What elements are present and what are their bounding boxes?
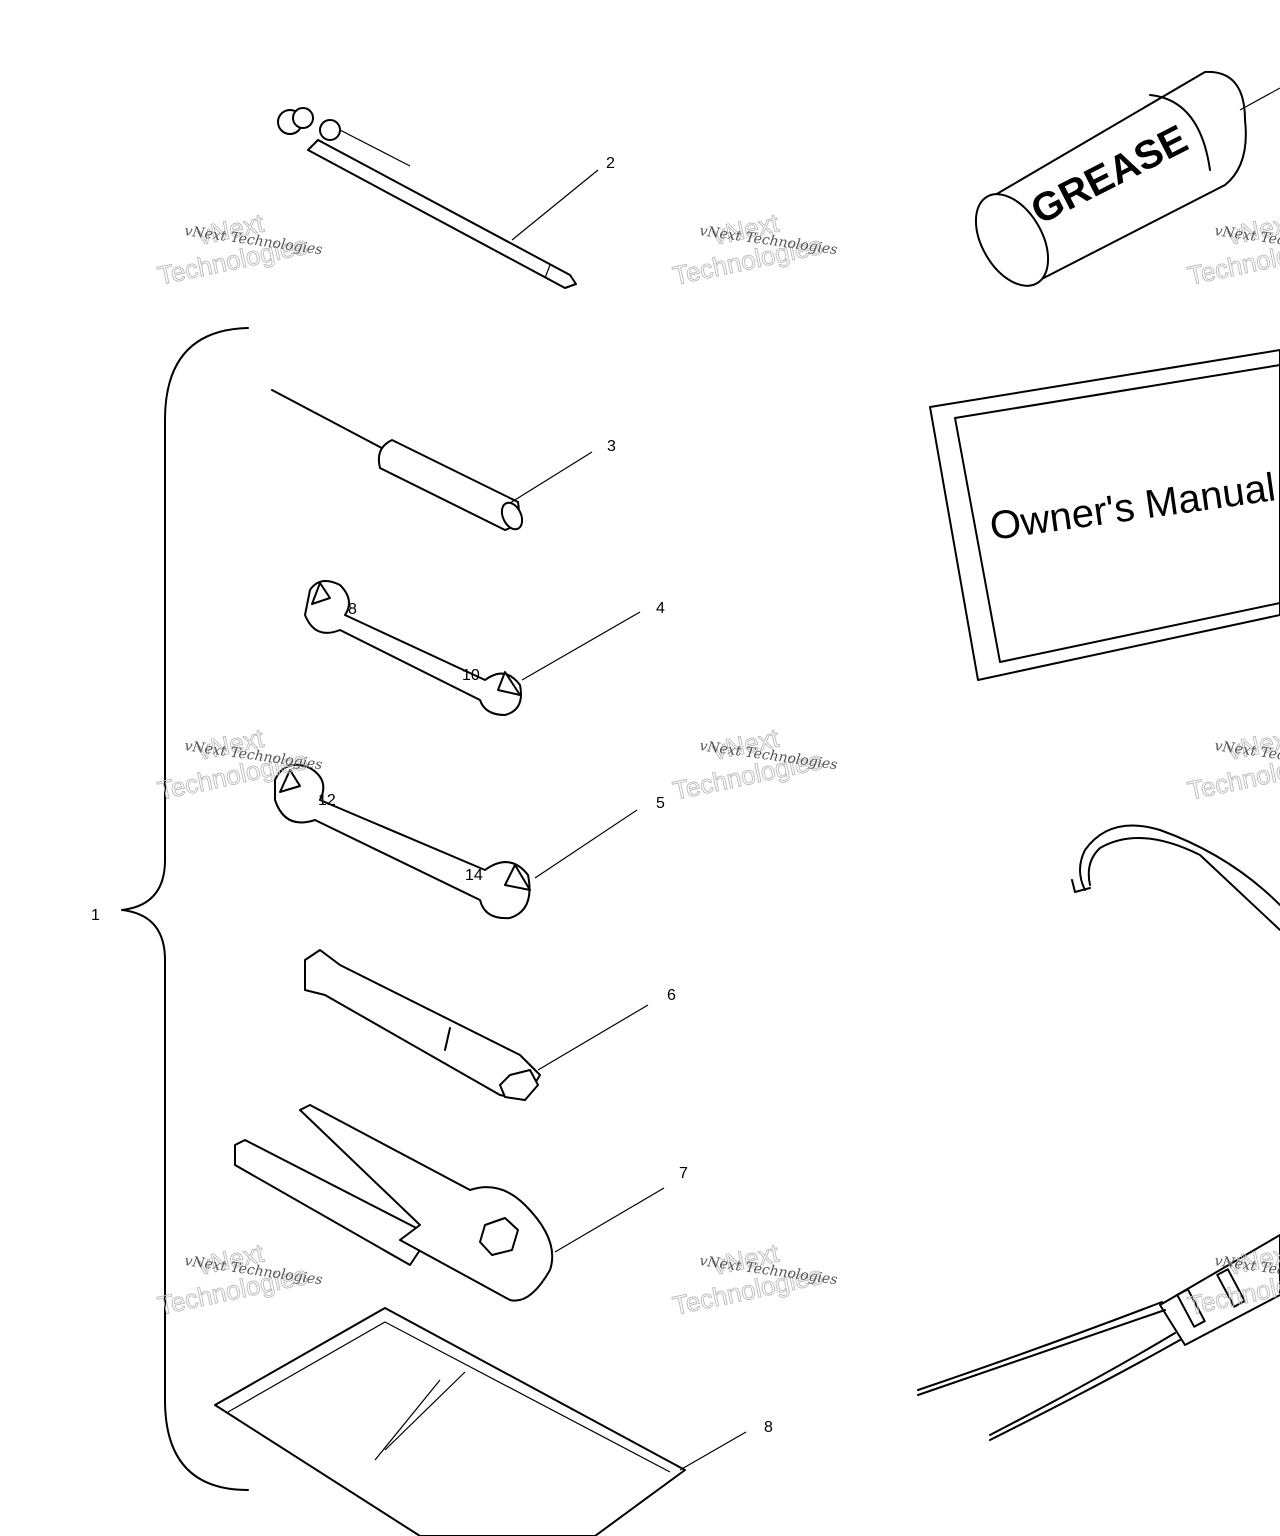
kit-brace: 1 [91,327,249,1491]
owners-manual: Owner's Manual [929,349,1280,681]
callout-5: 5 [656,795,665,812]
watermark: vNext Technologies vNext Technologies [670,207,839,291]
wrench-size-12: 12 [318,792,336,809]
callout-7: 7 [679,1165,688,1182]
callout-3: 3 [607,438,616,455]
wrench-size-8: 8 [348,601,357,618]
watermark: vNext Technologies vNext Technologies [1185,207,1280,291]
wrench-size-14: 14 [465,867,483,884]
wrench-12-14: 12 14 5 [274,764,665,920]
tire-pressure-gauge: 2 [277,107,615,289]
watermark: vNext Technologies vNext Technologies [670,1237,839,1321]
wrench-8-10: 8 10 4 [304,580,665,716]
callout-2: 2 [606,155,615,172]
test-lead-tool [917,1234,1280,1441]
wrench-size-10: 10 [462,667,480,684]
callout-6: 6 [667,987,676,1004]
spanner-hook-wrench [1071,824,1280,931]
screwdriver: 3 [271,389,616,531]
watermark: vNext Technologies vNext Technologies [1185,722,1280,806]
watermark: vNext Technologies vNext Technologies [670,722,839,806]
spark-plug-socket: 6 [304,949,676,1101]
callout-1: 1 [91,907,100,924]
plastic-bag: 8 [214,1307,773,1536]
grease-tube: GREASE [974,70,1280,287]
watermark: vNext Technologies vNext Technologies [155,1237,324,1321]
watermarks: vNext Technologies vNext Technologies vN… [155,207,1280,1321]
callout-4: 4 [656,600,665,617]
combination-tool: 7 [234,1104,688,1302]
callout-8: 8 [764,1419,773,1436]
watermark: vNext Technologies vNext Technologies [1185,1237,1280,1321]
watermark: vNext Technologies vNext Technologies [155,207,324,291]
